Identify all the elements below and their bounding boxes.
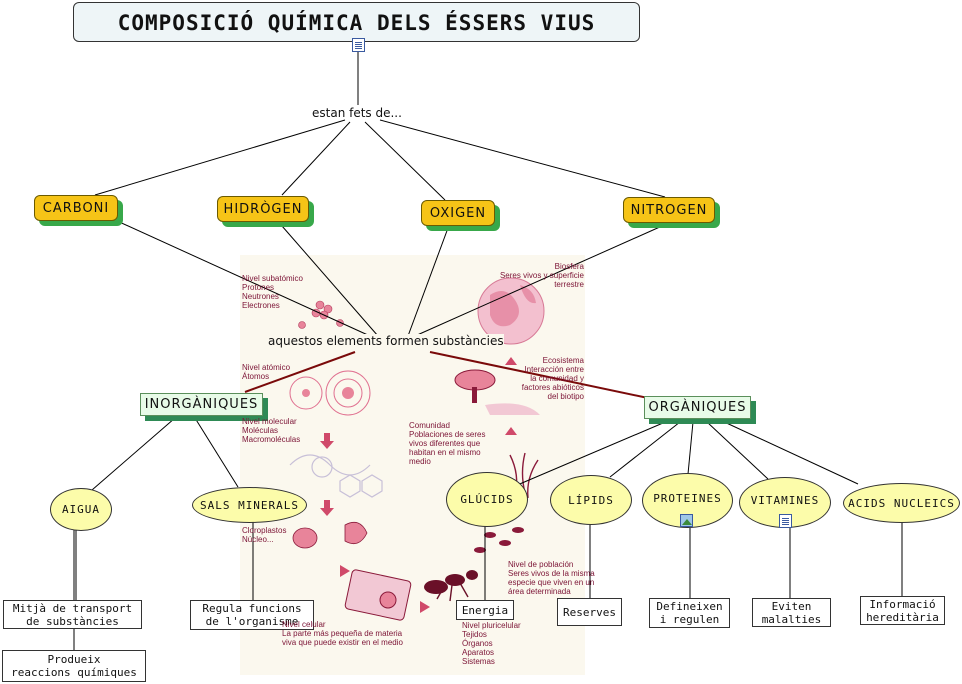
link-label-made-of: estan fets de... [312,106,402,120]
caption-organelles: Cloroplastos Núcleo... [242,526,287,544]
function-reserves[interactable]: Reserves [557,598,622,626]
image-icon[interactable] [680,514,693,527]
function-regulation[interactable]: Regula funcions de l'organisme [190,600,314,630]
item-lipids[interactable]: LÍPIDS [550,475,632,525]
item-acids-nucleics[interactable]: ACIDS NUCLEICS [843,483,960,523]
note-icon[interactable] [779,514,792,528]
caption-atomic: Nivel atómico Átomos [242,363,291,381]
link-label-form-substances: aquestos elements formen substàncies [268,334,504,348]
element-nitrogen[interactable]: NITROGEN [623,197,715,223]
caption-population: Nivel de población Seres vivos de la mis… [508,560,595,596]
category-organic[interactable]: ORGÀNIQUES [644,396,751,419]
caption-molecular: Nivel molecular Moléculas Macromoléculas [242,417,301,444]
function-define-regulate[interactable]: Defineixen i regulen [649,598,730,628]
function-transport[interactable]: Mitjà de transport de substàncies [3,600,142,629]
element-oxigen[interactable]: OXIGEN [421,200,495,226]
caption-ecosystem: Ecosistema Interacción entre la comunida… [521,356,584,401]
item-aigua[interactable]: AIGUA [50,488,112,531]
caption-community: Comunidad Poblaciones de seres vivos dif… [409,421,486,466]
caption-pluricellular: Nivel pluricelular Tejidos Órganos Apara… [462,621,521,666]
caption-subatomic: Nivel subatómico Protones Neutrones Elec… [242,274,303,310]
function-reactions[interactable]: Produeix reaccions químiques [2,650,146,682]
map-title: COMPOSICIÓ QUÍMICA DELS ÉSSERS VIUS [73,2,640,42]
element-carboni[interactable]: CARBONI [34,195,118,221]
caption-biosphere: Biosfera Seres vivos y superficie terres… [499,262,584,289]
function-heredity[interactable]: Informació hereditària [860,596,945,625]
function-energy[interactable]: Energia [456,600,514,620]
function-prevent-diseases[interactable]: Eviten malalties [752,598,831,627]
item-glucids[interactable]: GLÚCIDS [446,472,528,527]
note-icon[interactable] [352,38,365,52]
element-hidrogen[interactable]: HIDRÒGEN [217,196,309,222]
category-inorganic[interactable]: INORGÀNIQUES [140,393,263,416]
caption-cellular: Nivel celular La parte más pequeña de ma… [282,620,403,647]
item-sals-minerals[interactable]: SALS MINERALS [192,487,307,523]
